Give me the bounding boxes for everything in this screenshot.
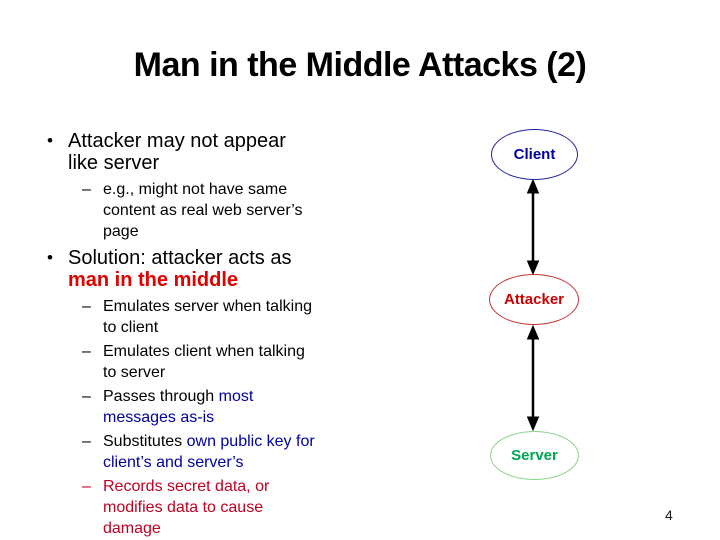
slide-title: Man in the Middle Attacks (2) (133, 46, 587, 84)
text-segment: Attacker may not appear like server (68, 130, 286, 174)
arrow-attacker-server (526, 324, 540, 432)
dash-marker-icon: – (82, 388, 91, 405)
bullet-marker-icon: • (47, 248, 53, 267)
text-segment-red-bold: man in the middle (68, 269, 239, 291)
client-node-label: Client (513, 146, 556, 163)
client-node: Client (491, 129, 578, 180)
text-segment: e.g., might not have same content as rea… (103, 181, 303, 240)
dash-marker-icon: – (82, 478, 91, 495)
sub-bullet-item: – Emulates server when talking to client (30, 296, 430, 338)
text-segment-red: Records secret data, or modifies data to… (103, 478, 270, 537)
dash-marker-icon: – (82, 433, 91, 450)
bullet-text: Attacker may not appear like server (68, 130, 320, 174)
sub-bullet-item: – Emulates client when talking to server (30, 341, 430, 383)
dash-marker-icon: – (82, 298, 91, 315)
text-segment: Solution: attacker acts as (68, 247, 292, 269)
bullet-text: Solution: attacker acts as man in the mi… (68, 247, 320, 291)
bullet-text: Passes through most messages as-is (103, 386, 315, 428)
bullet-item: • Attacker may not appear like server (30, 130, 430, 174)
bullet-text: Emulates server when talking to client (103, 296, 315, 338)
text-segment: Passes through (103, 388, 219, 405)
sub-bullet-item: – e.g., might not have same content as r… (30, 179, 430, 242)
outline: • Attacker may not appear like server – … (30, 130, 430, 540)
text-segment: Emulates server when talking to client (103, 298, 312, 336)
page-number: 4 (665, 507, 673, 523)
text-segment: Emulates client when talking to server (103, 343, 305, 381)
dash-marker-icon: – (82, 343, 91, 360)
arrow-client-attacker (526, 178, 540, 276)
bullet-text: e.g., might not have same content as rea… (103, 179, 315, 242)
sub-bullet-item: – Substitutes own public key for client’… (30, 431, 430, 473)
server-node-label: Server (511, 447, 558, 464)
bullet-text: Records secret data, or modifies data to… (103, 476, 315, 539)
text-segment: Substitutes (103, 433, 187, 450)
server-node: Server (490, 431, 579, 480)
arrows-layer (526, 178, 540, 432)
bullet-marker-icon: • (47, 131, 53, 150)
bullet-text: Substitutes own public key for client’s … (103, 431, 315, 473)
sub-bullet-item: – Passes through most messages as-is (30, 386, 430, 428)
bullet-text: Emulates client when talking to server (103, 341, 315, 383)
dash-marker-icon: – (82, 181, 91, 198)
attacker-node: Attacker (489, 274, 579, 325)
text-segment-blue: most messages as-is (103, 388, 254, 426)
text-segment-blue: own public key for client’s and server’s (103, 433, 315, 471)
bullet-item: • Solution: attacker acts as man in the … (30, 247, 430, 291)
attacker-node-label: Attacker (503, 291, 565, 308)
sub-bullet-item: – Records secret data, or modifies data … (30, 476, 430, 539)
